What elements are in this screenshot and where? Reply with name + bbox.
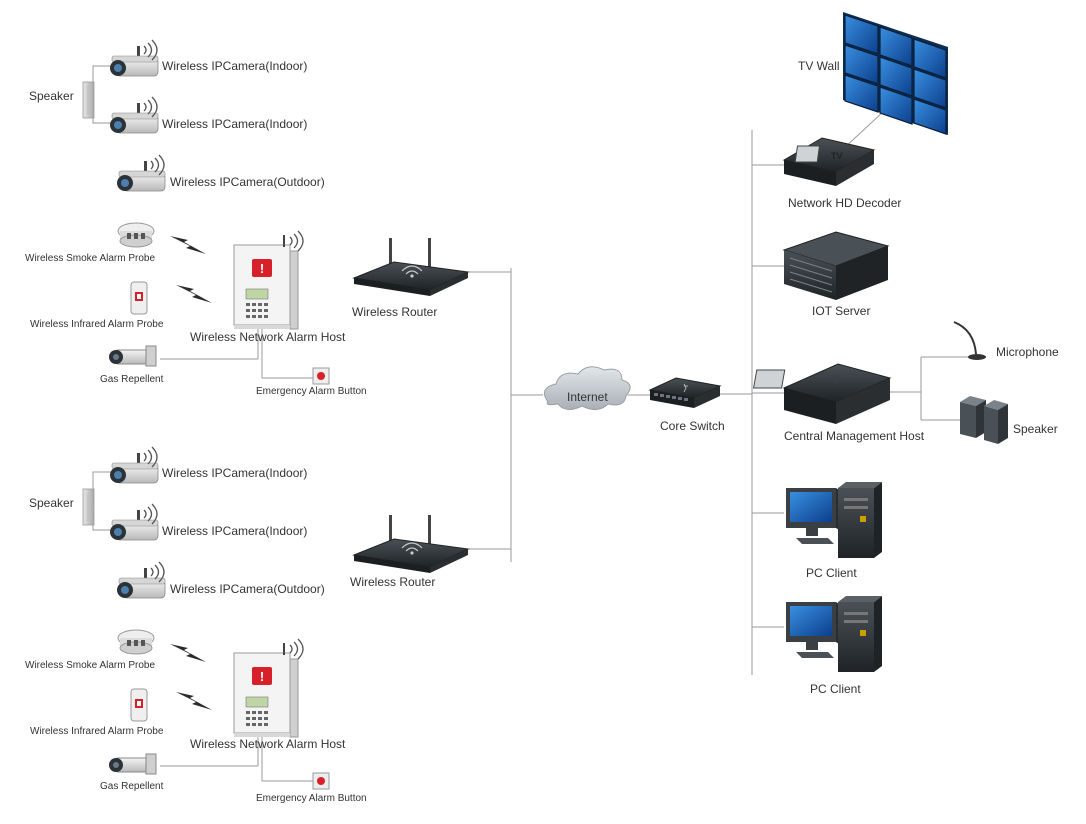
router-icon	[353, 514, 469, 574]
speaker-label: Speaker	[29, 89, 74, 103]
internet-cloud-icon	[543, 366, 631, 410]
speaker-label: Speaker	[1013, 422, 1058, 436]
iot-server-label: IOT Server	[812, 304, 871, 318]
camera-label: Wireless IPCamera(Outdoor)	[170, 582, 325, 596]
alarm-host-icon	[233, 230, 304, 330]
decoder-icon: TV	[782, 137, 876, 186]
router-label: Wireless Router	[350, 575, 436, 589]
pc-client-label: PC Client	[810, 682, 861, 696]
camera-outdoor-icon	[116, 154, 166, 192]
camera-indoor-icon	[109, 39, 159, 77]
camera-label: Wireless IPCamera(Indoor)	[162, 466, 308, 480]
gas-repellent-icon	[108, 753, 157, 775]
emergency-button-icon	[312, 367, 330, 385]
smoke-probe-label: Wireless Smoke Alarm Probe	[25, 660, 156, 671]
camera-label: Wireless IPCamera(Indoor)	[162, 59, 308, 73]
smoke-probe-label: Wireless Smoke Alarm Probe	[25, 253, 156, 264]
decoder-label: Network HD Decoder	[788, 196, 902, 210]
line-emergency-top	[261, 325, 313, 379]
lightning-icon	[170, 236, 206, 254]
speaker-icon	[82, 488, 95, 526]
pc-client-label: PC Client	[806, 566, 857, 580]
management-host-label: Central Management Host	[784, 429, 925, 443]
decoder-screen-label: TV	[831, 151, 843, 161]
alarm-host-label: Wireless Network Alarm Host	[190, 737, 346, 751]
line-speaker-bottom	[92, 471, 114, 492]
gas-repellent-label: Gas Repellent	[100, 374, 164, 385]
microphone-label: Microphone	[996, 345, 1059, 359]
lightning-icon	[176, 285, 212, 303]
speaker-icon	[82, 81, 95, 119]
alarm-host-icon	[233, 638, 304, 738]
camera-indoor-icon	[109, 96, 159, 134]
camera-label: Wireless IPCamera(Indoor)	[162, 524, 308, 538]
lightning-icon	[170, 644, 206, 662]
emergency-button-label: Emergency Alarm Button	[256, 386, 367, 397]
gas-repellent-icon	[108, 345, 157, 367]
line-decoder-tvwall	[841, 110, 885, 151]
emergency-button-label: Emergency Alarm Button	[256, 793, 367, 804]
smoke-probe-icon	[117, 222, 155, 248]
emergency-button-icon	[312, 772, 330, 790]
pc-client-icon	[786, 596, 882, 672]
speaker-label: Speaker	[29, 496, 74, 510]
microphone-icon	[953, 321, 986, 360]
camera-indoor-icon	[109, 446, 159, 484]
camera-outdoor-icon	[116, 561, 166, 599]
camera-indoor-icon	[109, 503, 159, 541]
management-host-icon	[752, 363, 892, 424]
router-icon	[353, 237, 469, 297]
gas-repellent-label: Gas Repellent	[100, 781, 164, 792]
infrared-probe-icon	[130, 281, 148, 315]
tv-wall-icon	[843, 12, 948, 135]
tv-wall-label: TV Wall	[798, 59, 840, 73]
line-speaker-top-2	[92, 100, 114, 124]
line-speaker-top	[92, 65, 114, 85]
line-emergency-bottom	[261, 733, 313, 782]
iot-server-icon	[782, 231, 890, 300]
router-label: Wireless Router	[352, 305, 438, 319]
internet-label: Internet	[567, 390, 608, 404]
core-switch-label: Core Switch	[660, 419, 725, 433]
speaker-pair-icon	[960, 396, 1008, 444]
lightning-icon	[176, 692, 212, 710]
alarm-host-label: Wireless Network Alarm Host	[190, 330, 346, 344]
smoke-probe-icon	[117, 629, 155, 655]
infrared-probe-label: Wireless Infrared Alarm Probe	[30, 726, 164, 737]
camera-label: Wireless IPCamera(Indoor)	[162, 117, 308, 131]
core-switch-icon	[648, 377, 722, 408]
infrared-probe-label: Wireless Infrared Alarm Probe	[30, 319, 164, 330]
infrared-probe-icon	[130, 688, 148, 722]
camera-label: Wireless IPCamera(Outdoor)	[170, 175, 325, 189]
pc-client-icon	[786, 482, 882, 558]
